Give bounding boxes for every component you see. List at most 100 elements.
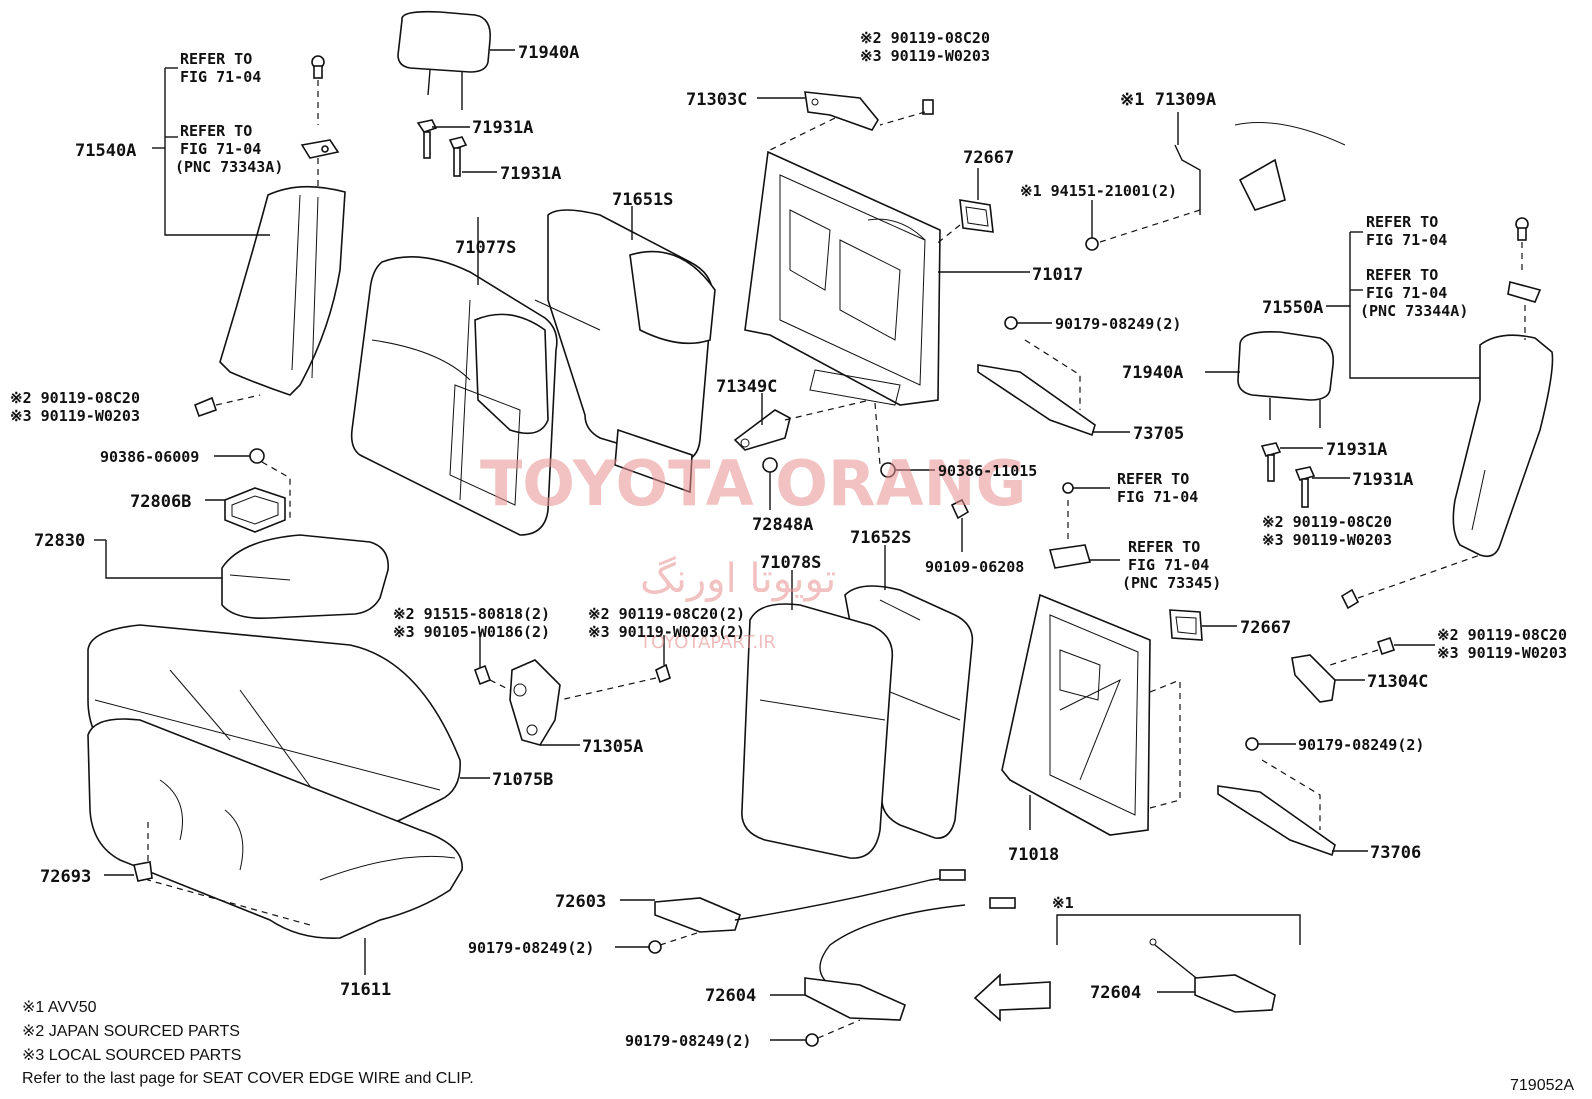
label-71349C: 71349C	[716, 377, 777, 397]
label-71309A: ※1 71309A	[1120, 90, 1216, 110]
lock-cover-72667-top	[934, 168, 994, 246]
label-71018: 71018	[1008, 845, 1059, 865]
label-71651S: 71651S	[612, 190, 673, 210]
seatback-cover-left	[350, 217, 558, 536]
label-71931A: 71931A	[500, 164, 561, 184]
label-71611: 71611	[340, 980, 391, 1000]
label-90109-06208: 90109-06208	[925, 558, 1024, 576]
label-bolt-local: ※3 90119-W0203	[10, 407, 140, 425]
label-refer: REFER TO	[1366, 213, 1438, 231]
label-71305A: 71305A	[582, 737, 643, 757]
seatback-frame-71017	[744, 150, 1030, 478]
label-71303C: 71303C	[686, 90, 747, 110]
seatback-cover-rear	[534, 206, 716, 494]
seatback-frame-71018	[1001, 593, 1181, 836]
label-refer-fig: FIG 71-04	[1366, 231, 1447, 249]
label-73706: 73706	[1370, 843, 1421, 863]
label-bolt-local: ※3 90119-W0203	[1437, 644, 1567, 662]
label-refer: REFER TO	[1117, 470, 1189, 488]
label-90386-06009: 90386-06009	[100, 448, 199, 466]
watermark-persian: تویوتا اورنگ	[640, 556, 836, 602]
label-bolt-jp: ※2 90119-08C20	[1437, 626, 1567, 644]
label-refer: REFER TO	[1366, 266, 1438, 284]
footnote-japan: ※2 JAPAN SOURCED PARTS	[22, 1023, 240, 1040]
label-refer: REFER TO	[180, 50, 252, 68]
label-71931A: 71931A	[1326, 440, 1387, 460]
label-refer-fig: FIG 71-04	[1366, 284, 1447, 302]
label-refer: REFER TO	[1128, 538, 1200, 556]
label-refer: REFER TO	[180, 122, 252, 140]
label-avv-ref: ※1	[1052, 894, 1074, 912]
watermark-site: TOYOTAPART.IR	[639, 632, 776, 653]
bolt-90109	[950, 498, 970, 552]
refer-clip-center	[1048, 482, 1120, 569]
label-72603: 72603	[555, 892, 606, 912]
label-90119: ※2 90119-08C20(2)	[588, 605, 745, 623]
label-71075B: 71075B	[492, 770, 553, 790]
footnote-local: ※3 LOCAL SOURCED PARTS	[22, 1047, 241, 1064]
label-94151: ※1 94151-21001(2)	[1020, 182, 1177, 200]
headrest-top	[397, 10, 515, 177]
label-72830: 72830	[34, 531, 85, 551]
label-90179-08249: 90179-08249(2)	[625, 1032, 751, 1050]
rod-73706	[1217, 737, 1368, 857]
label-pnc: (PNC 73345)	[1122, 574, 1221, 592]
label-90386-11015: 90386-11015	[938, 462, 1037, 480]
label-72667: 72667	[963, 148, 1014, 168]
bracket-71309A	[1085, 112, 1346, 251]
footnote-avv50: ※1 AVV50	[22, 999, 97, 1016]
avv50-detail	[973, 914, 1301, 1022]
label-72848A: 72848A	[752, 515, 813, 535]
label-91515: ※2 91515-80818(2)	[393, 605, 550, 623]
rod-73705	[977, 316, 1130, 437]
label-71940A: 71940A	[1122, 363, 1183, 383]
label-71077S: 71077S	[455, 238, 516, 258]
label-90105: ※3 90105-W0186(2)	[393, 623, 550, 641]
label-71304C: 71304C	[1367, 672, 1428, 692]
label-72604: 72604	[705, 986, 756, 1006]
label-90119: ※3 90119-W0203(2)	[588, 623, 745, 641]
label-71940A: 71940A	[518, 43, 579, 63]
label-72806B: 72806B	[130, 492, 191, 512]
label-90179-08249: 90179-08249(2)	[1298, 736, 1424, 754]
label-bolt-local: ※3 90119-W0203	[860, 47, 990, 65]
label-bolt-jp: ※2 90119-08C20	[1262, 513, 1392, 531]
seat-cushion-pad	[87, 718, 463, 975]
label-bolt-local: ※3 90119-W0203	[1262, 531, 1392, 549]
label-bolt-jp: ※2 90119-08C20	[860, 29, 990, 47]
headrest-right	[1205, 330, 1350, 508]
label-71540A: 71540A	[75, 141, 136, 161]
striker-71349C	[733, 393, 871, 510]
watermark-main: TOYOTA ORANG	[480, 447, 1026, 520]
label-71931A: 71931A	[1352, 470, 1413, 490]
hinge-bracket-71303C	[757, 91, 934, 151]
label-72604: 72604	[1090, 983, 1141, 1003]
label-71017: 71017	[1032, 265, 1083, 285]
release-cables	[615, 869, 1016, 1047]
label-bolt-jp: ※2 90119-08C20	[10, 389, 140, 407]
diagram-id: 719052A	[1510, 1077, 1574, 1094]
label-72667: 72667	[1240, 618, 1291, 638]
footnote-seat-cover: Refer to the last page for SEAT COVER ED…	[22, 1070, 474, 1087]
label-71078S: 71078S	[760, 553, 821, 573]
label-pnc: (PNC 73343A)	[175, 158, 283, 176]
label-refer-fig: FIG 71-04	[180, 68, 261, 86]
label-72693: 72693	[40, 867, 91, 887]
label-73705: 73705	[1133, 424, 1184, 444]
label-90179-08249: 90179-08249(2)	[1055, 315, 1181, 333]
label-pnc: (PNC 73344A)	[1360, 302, 1468, 320]
side-bolster-right	[1326, 217, 1554, 610]
label-refer-fig: FIG 71-04	[1117, 488, 1198, 506]
label-refer-fig: FIG 71-04	[1128, 556, 1209, 574]
lock-cover-72667-mid	[1169, 609, 1237, 641]
bracket-71304C	[1291, 636, 1435, 703]
seatback-cover-right	[741, 545, 974, 859]
side-bolster-left	[152, 55, 346, 418]
label-90179-08249: 90179-08249(2)	[468, 939, 594, 957]
label-71931A: 71931A	[472, 118, 533, 138]
label-refer-fig: FIG 71-04	[180, 140, 261, 158]
label-71652S: 71652S	[850, 528, 911, 548]
label-71550A: 71550A	[1262, 298, 1323, 318]
